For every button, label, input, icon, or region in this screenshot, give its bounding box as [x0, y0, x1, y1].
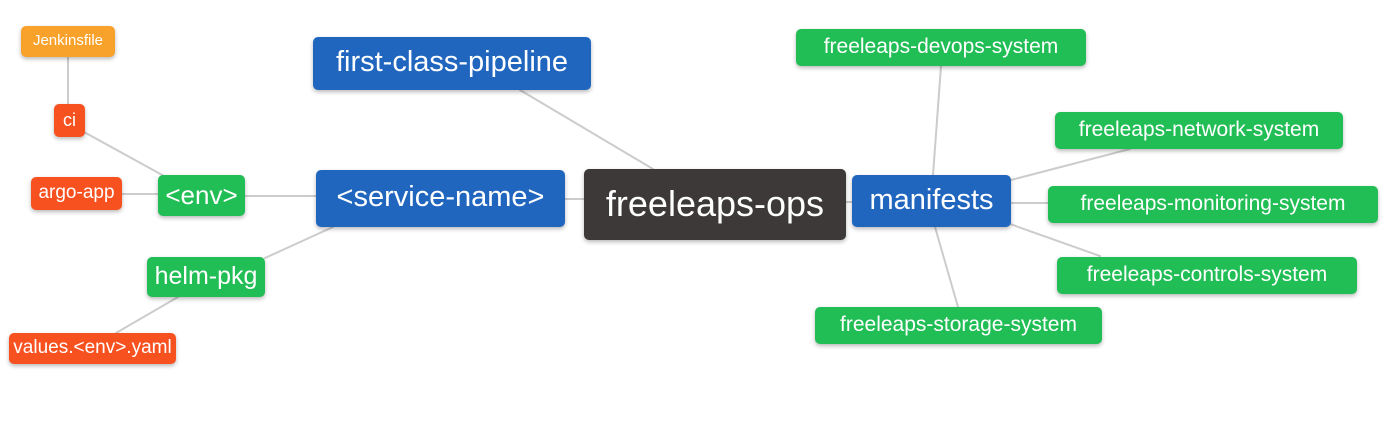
node-label: argo-app: [38, 182, 115, 203]
node-label: freeleaps-ops: [605, 182, 825, 224]
node-label: <env>: [165, 179, 238, 210]
mindmap-node-first-class-pipeline[interactable]: first-class-pipeline: [313, 37, 591, 90]
node-label: freeleaps-network-system: [1078, 118, 1320, 141]
mindmap-node-freeleaps-controls-system[interactable]: freeleaps-controls-system: [1057, 257, 1357, 294]
node-label: values.<env>.yaml: [13, 337, 172, 358]
mindmap-node-freeleaps-monitoring-system[interactable]: freeleaps-monitoring-system: [1048, 186, 1378, 223]
edge-helm-pkg-to-service-name: [264, 226, 334, 259]
node-label: helm-pkg: [154, 261, 258, 290]
node-label: <service-name>: [336, 181, 545, 213]
node-label: freeleaps-devops-system: [823, 35, 1059, 58]
node-label: freeleaps-storage-system: [840, 313, 1077, 336]
mindmap-node-freeleaps-network-system[interactable]: freeleaps-network-system: [1055, 112, 1343, 149]
edge-manifests-to-freeleaps-network-system: [1010, 148, 1131, 181]
edge-ci-to-env: [83, 131, 165, 177]
mindmap-node-manifests[interactable]: manifests: [852, 175, 1011, 227]
edge-manifests-to-freeleaps-controls-system: [1009, 223, 1101, 257]
edge-manifests-to-freeleaps-storage-system: [934, 226, 959, 308]
mindmap-node-env[interactable]: <env>: [158, 175, 245, 216]
node-label: Jenkinsfile: [32, 32, 104, 49]
mindmap-node-helm-pkg[interactable]: helm-pkg: [147, 257, 265, 297]
mindmap-node-argo-app[interactable]: argo-app: [31, 177, 122, 210]
node-label: manifests: [869, 183, 994, 216]
node-label: freeleaps-monitoring-system: [1080, 192, 1346, 215]
node-label: ci: [63, 109, 76, 130]
edge-manifests-to-freeleaps-devops-system: [932, 65, 942, 176]
mindmap-node-freeleaps-ops[interactable]: freeleaps-ops: [584, 169, 846, 240]
mindmap-node-freeleaps-devops-system[interactable]: freeleaps-devops-system: [796, 29, 1086, 66]
mindmap-node-service-name[interactable]: <service-name>: [316, 170, 565, 227]
mindmap-node-jenkinsfile[interactable]: Jenkinsfile: [21, 26, 115, 57]
mindmap-node-ci[interactable]: ci: [54, 104, 85, 137]
node-label: first-class-pipeline: [335, 46, 569, 78]
edge-values-env-yaml-to-helm-pkg: [115, 296, 179, 334]
edge-first-class-pipeline-to-freeleaps-ops: [519, 89, 654, 170]
mindmap-node-values-env-yaml[interactable]: values.<env>.yaml: [9, 333, 176, 364]
mindmap-node-freeleaps-storage-system[interactable]: freeleaps-storage-system: [815, 307, 1102, 344]
node-label: freeleaps-controls-system: [1086, 263, 1328, 286]
